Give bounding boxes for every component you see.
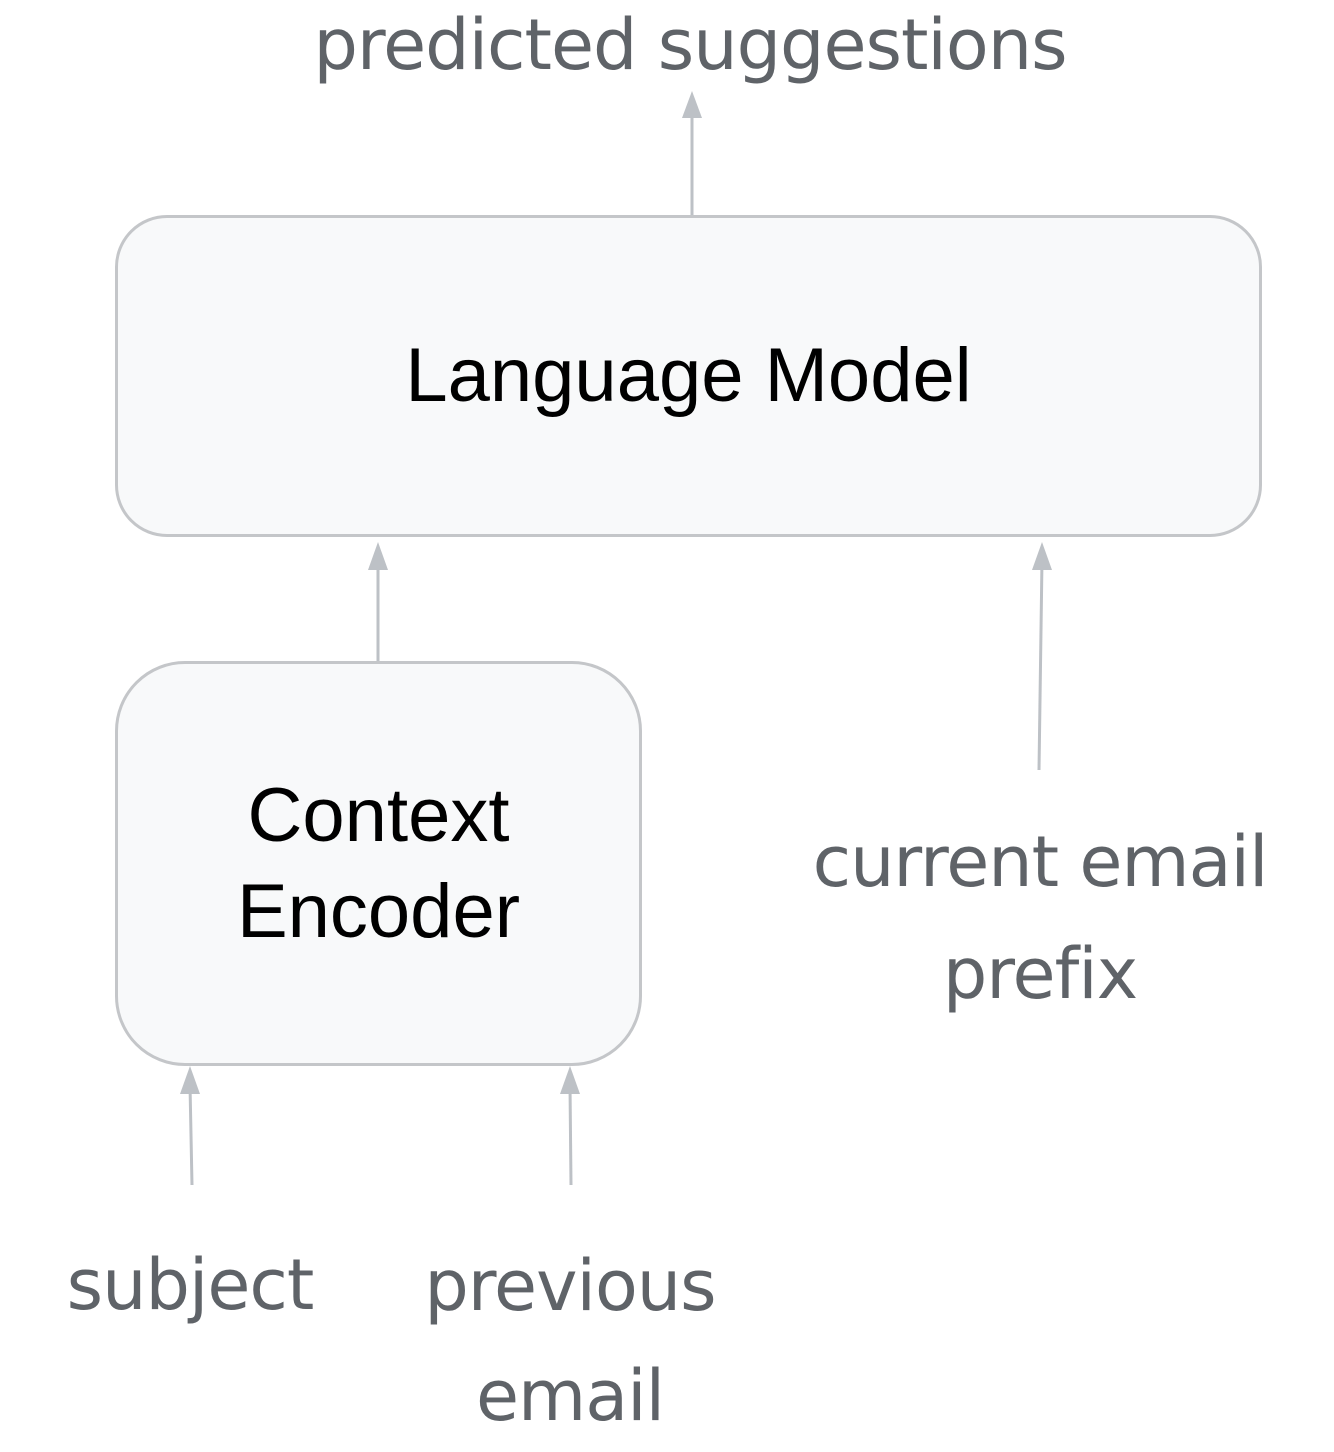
context-encoder-label: Context Encoder [237,768,520,960]
arrow-context-encoder-to-language-model [368,542,388,663]
current-email-prefix-line2: prefix [942,933,1138,1015]
arrow-current-email-prefix-to-language-model [1032,542,1052,771]
arrow-language-model-to-predicted-suggestions [682,91,702,215]
previous-email-line1: previous [424,1245,716,1327]
subject-label: subject [66,1244,315,1326]
arrow-previous-email-to-context-encoder [560,1066,580,1186]
language-model-label: Language Model [405,333,972,419]
arrows-layer [180,91,1052,1186]
context-encoder-box: Context Encoder [115,661,642,1066]
current-email-prefix-label: current email prefix [780,806,1300,1030]
language-model-box: Language Model [115,215,1262,537]
context-encoder-label-line2: Encoder [236,868,521,954]
current-email-prefix-line1: current email [812,821,1269,903]
diagram-canvas: predicted suggestions Language Model Con… [66,4,1300,1437]
previous-email-line2: email [475,1354,665,1437]
previous-email-label: previous email [400,1232,740,1452]
arrow-subject-to-context-encoder [180,1066,200,1186]
predicted-suggestions-label: predicted suggestions [313,4,1067,86]
context-encoder-label-line1: Context [247,772,510,858]
